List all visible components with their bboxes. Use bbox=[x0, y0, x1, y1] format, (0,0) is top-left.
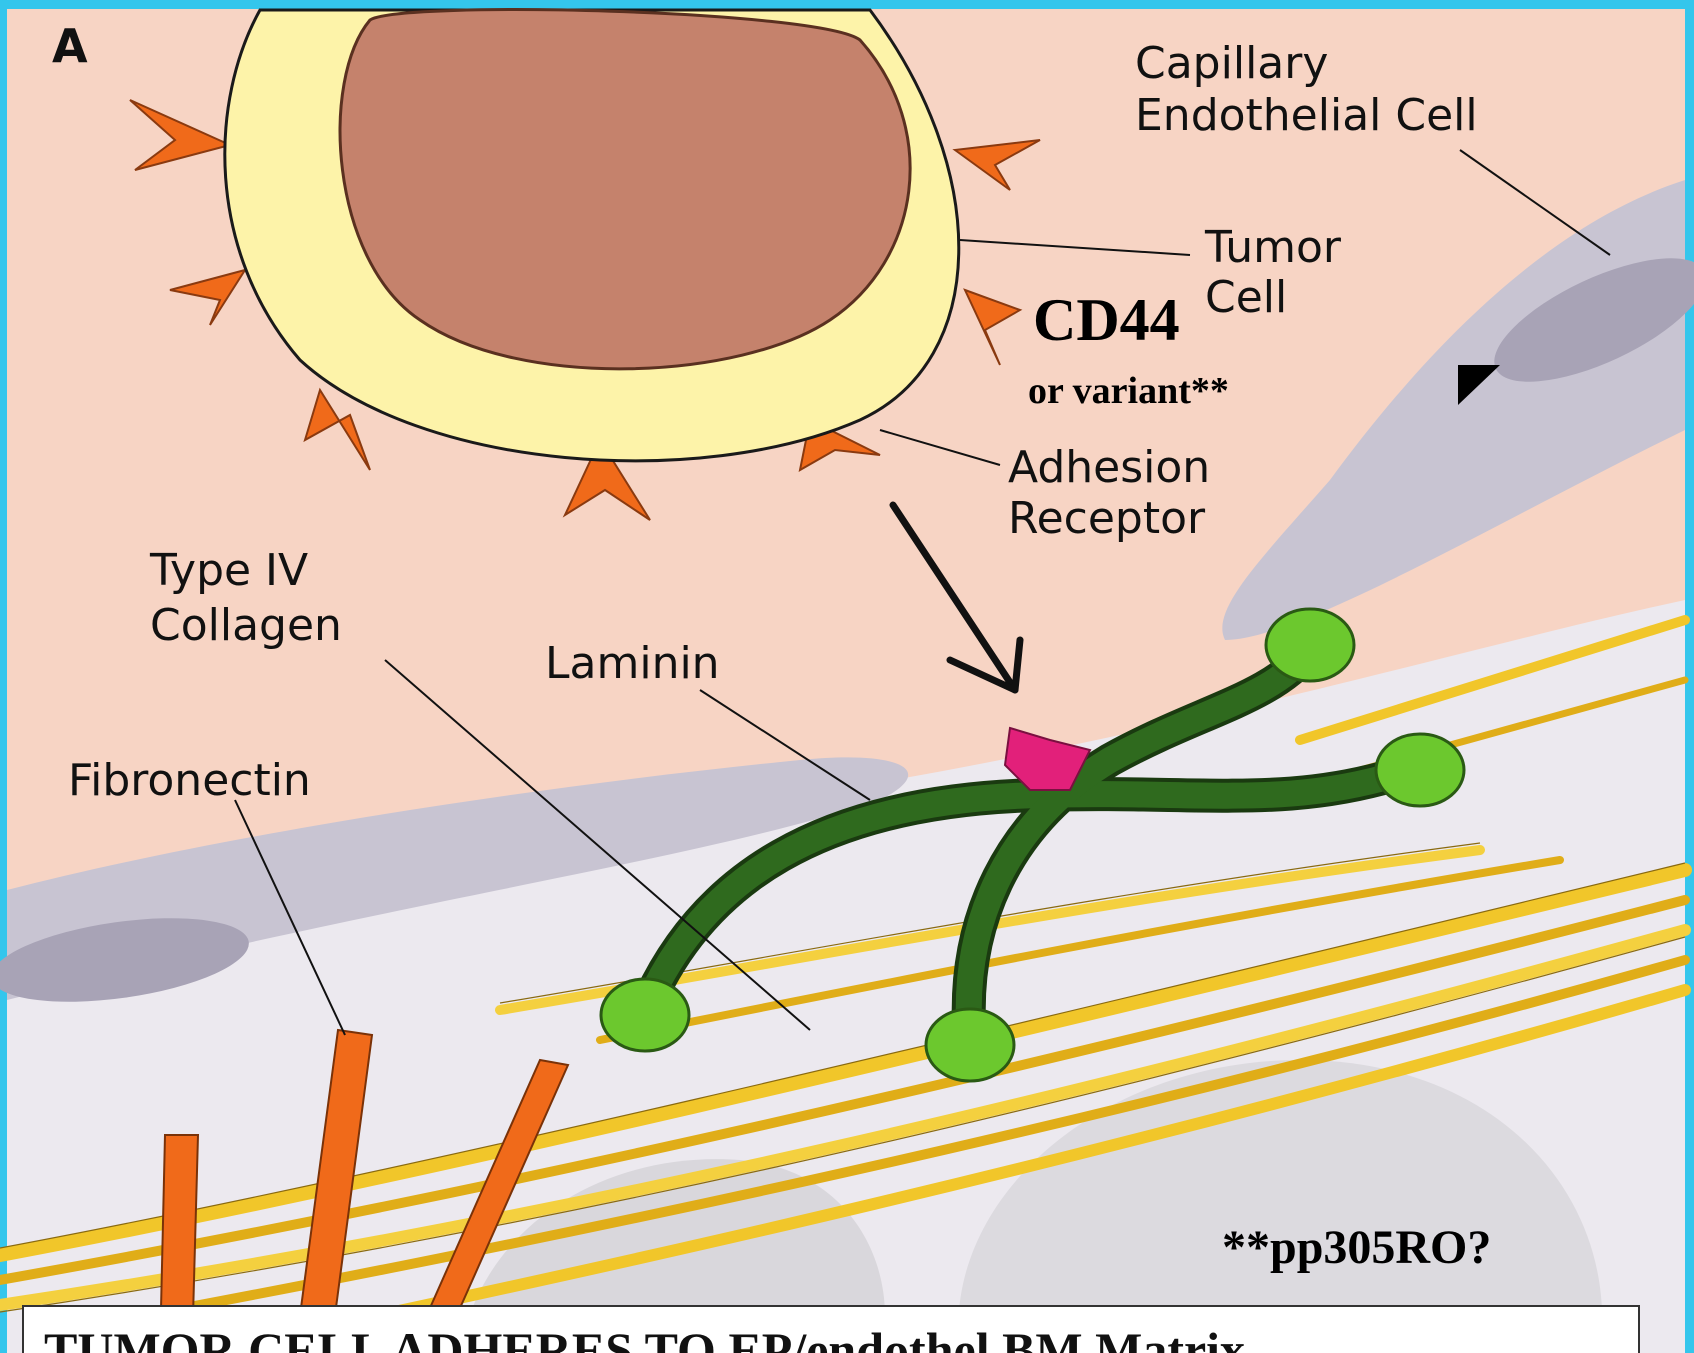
label-capillary-line1: Capillary bbox=[1135, 38, 1328, 89]
laminin-node bbox=[926, 1009, 1014, 1081]
label-tumor-line1: Tumor bbox=[1204, 222, 1342, 273]
label-tumor-line2: Cell bbox=[1205, 272, 1287, 323]
label-collagen-line2: Collagen bbox=[150, 600, 342, 651]
panel-letter: A bbox=[52, 19, 88, 73]
label-adhesion-line2: Receptor bbox=[1008, 493, 1206, 544]
laminin-node bbox=[601, 979, 689, 1051]
label-footnote: **pp305RO? bbox=[1222, 1221, 1491, 1274]
label-laminin: Laminin bbox=[545, 638, 720, 689]
laminin-node bbox=[1376, 734, 1464, 806]
caption-box: TUMOR CELL ADHERES TO EP/endothel BM Mat… bbox=[22, 1305, 1640, 1353]
label-variant: or variant** bbox=[1028, 370, 1229, 412]
label-adhesion-line1: Adhesion bbox=[1008, 442, 1210, 493]
label-capillary-line2: Endothelial Cell bbox=[1135, 90, 1478, 141]
caption-text: TUMOR CELL ADHERES TO EP/endothel BM Mat… bbox=[44, 1321, 1245, 1353]
label-collagen-line1: Type IV bbox=[149, 545, 308, 596]
label-fibronectin: Fibronectin bbox=[68, 755, 311, 806]
tumor-nucleus bbox=[340, 10, 910, 369]
label-cd44: CD44 bbox=[1033, 287, 1180, 353]
laminin-node bbox=[1266, 609, 1354, 681]
